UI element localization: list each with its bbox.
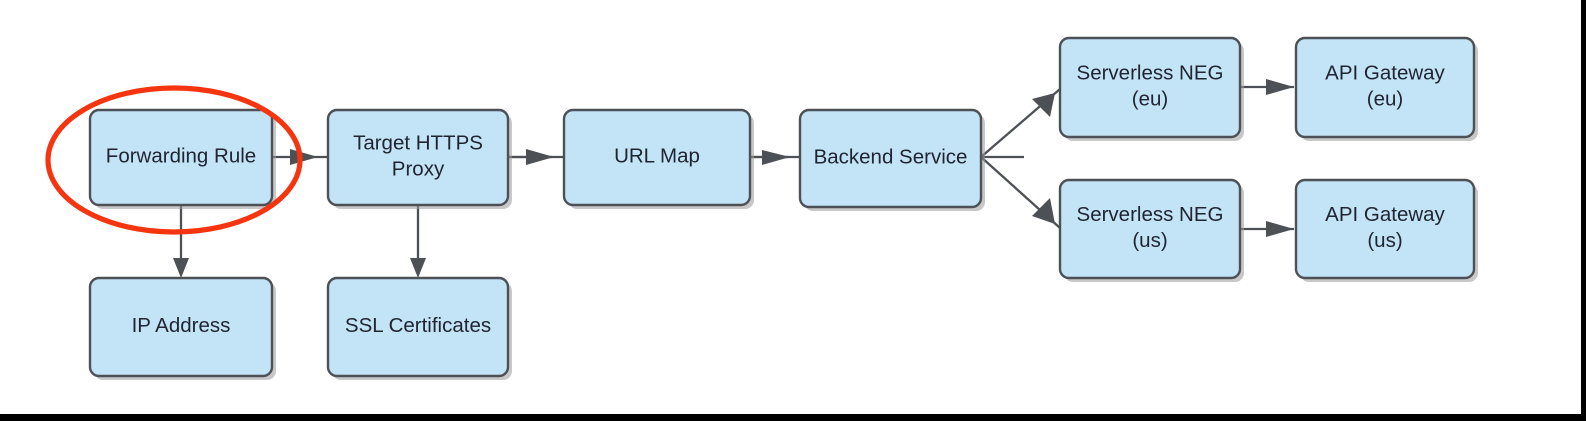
edge-neg-eu-to-gateway-eu: [1240, 79, 1294, 95]
node-label: API Gateway(eu): [1325, 62, 1445, 111]
node-label: URL Map: [614, 145, 700, 168]
node-box[interactable]: [1058, 178, 1242, 280]
node-serverless-neg-eu[interactable]: Serverless NEG(eu): [1058, 36, 1244, 141]
arrow-head-icon: [173, 258, 189, 278]
node-serverless-neg-us[interactable]: Serverless NEG(us): [1058, 178, 1244, 282]
node-box[interactable]: [1294, 178, 1476, 280]
arrow-head-icon: [290, 149, 318, 165]
node-label: Forwarding Rule: [106, 145, 256, 168]
node-api-gateway-eu[interactable]: API Gateway(eu): [1294, 36, 1478, 141]
node-label: SSL Certificates: [345, 314, 491, 337]
edge-backend-to-neg-us: [980, 156, 1061, 229]
node-box[interactable]: [562, 108, 752, 207]
node-url-map[interactable]: URL Map: [562, 108, 754, 209]
node-label: Serverless NEG(us): [1077, 203, 1224, 252]
node-box[interactable]: [798, 108, 983, 209]
edge-neg-us-to-gateway-us: [1240, 221, 1294, 237]
annotations-layer: [45, 85, 303, 235]
node-box[interactable]: [326, 108, 510, 207]
node-box[interactable]: [1058, 36, 1242, 139]
node-ip-address[interactable]: IP Address: [88, 276, 276, 380]
arrow-head-icon: [526, 149, 554, 165]
arrow-head-icon: [410, 258, 426, 278]
highlight-forwarding-rule-annotation-icon: [45, 85, 303, 235]
edge-forwarding-to-ip-address: [173, 205, 189, 278]
arrow-head-icon: [1266, 221, 1294, 237]
node-label: IP Address: [132, 314, 231, 337]
arrow-head-icon: [1266, 79, 1294, 95]
node-box[interactable]: [88, 108, 274, 207]
node-box[interactable]: [88, 276, 274, 378]
arrow-head-icon: [1032, 198, 1055, 224]
node-forwarding-rule[interactable]: Forwarding Rule: [88, 108, 276, 209]
arrow-head-icon: [1032, 93, 1055, 117]
node-label: Backend Service: [814, 146, 968, 169]
node-label: API Gateway(us): [1325, 203, 1445, 252]
node-box[interactable]: [326, 276, 510, 378]
node-ssl-certificates[interactable]: SSL Certificates: [326, 276, 512, 380]
node-backend-service[interactable]: Backend Service: [798, 108, 985, 211]
edge-backend-to-neg-eu: [980, 88, 1061, 158]
node-box[interactable]: [1294, 36, 1476, 139]
edge-proxy-to-ssl-certificates: [410, 205, 426, 278]
arrow-head-icon: [762, 150, 790, 165]
node-label: Serverless NEG(eu): [1077, 62, 1224, 111]
node-api-gateway-us[interactable]: API Gateway(us): [1294, 178, 1478, 282]
